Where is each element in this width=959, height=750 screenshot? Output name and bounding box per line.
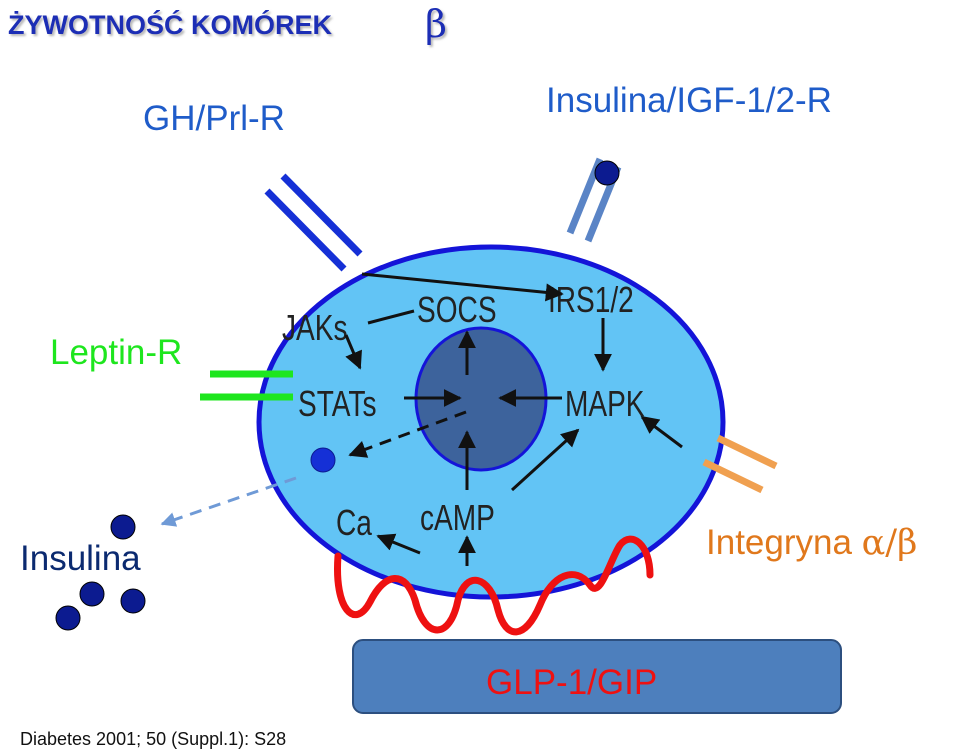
arrow-jaks-to-stats xyxy=(344,334,362,370)
insulin-igf-receptor-label: Insulina/IGF-1/2-R xyxy=(546,81,832,120)
insulin-label: Insulina xyxy=(20,539,141,578)
mapk-label: MAPK xyxy=(565,384,645,424)
insulin-granule xyxy=(310,447,336,473)
insulin-igf-receptor xyxy=(566,157,622,243)
title-beta-symbol: β xyxy=(425,2,447,46)
leptin-receptor xyxy=(200,370,293,401)
glp-gip-box xyxy=(352,639,842,714)
integrin-receptor xyxy=(702,434,778,494)
line-jaks-socs xyxy=(367,309,415,325)
glp-gip-label: GLP-1/GIP xyxy=(486,663,657,702)
jaks-label: JAKs xyxy=(282,308,348,348)
arrow-receptor-to-irs xyxy=(361,272,564,302)
gh-prl-receptor xyxy=(264,173,363,272)
integrin-alpha-beta-symbol: α/β xyxy=(862,523,918,563)
socs-label: SOCS xyxy=(417,290,497,330)
citation: Diabetes 2001; 50 (Suppl.1): S28 xyxy=(20,729,286,749)
gh-prl-receptor-label: GH/Prl-R xyxy=(143,99,285,138)
irs-label: IRS1/2 xyxy=(548,280,634,320)
camp-label: cAMP xyxy=(420,498,495,538)
diagram-title: ŻYWOTNOŚĆ KOMÓREK xyxy=(8,9,332,40)
leptin-receptor-label: Leptin-R xyxy=(50,333,182,372)
glp-receptor-chain xyxy=(334,535,654,636)
arrow-insulin-secretion xyxy=(160,476,297,527)
ca-label: Ca xyxy=(336,503,372,543)
arrow-glp-to-mapk xyxy=(510,428,580,492)
arrow-glp-to-ca xyxy=(376,533,421,555)
signal-arrows xyxy=(344,272,683,566)
insulin-molecules xyxy=(55,514,146,631)
integrin-label-text: Integryna xyxy=(706,523,852,562)
stats-label: STATs xyxy=(298,384,376,424)
arrow-integrin-to-mapk xyxy=(640,415,683,449)
integrin-label: Integryna α/β xyxy=(706,523,917,563)
arrow-nucleus-to-granule xyxy=(348,410,467,458)
